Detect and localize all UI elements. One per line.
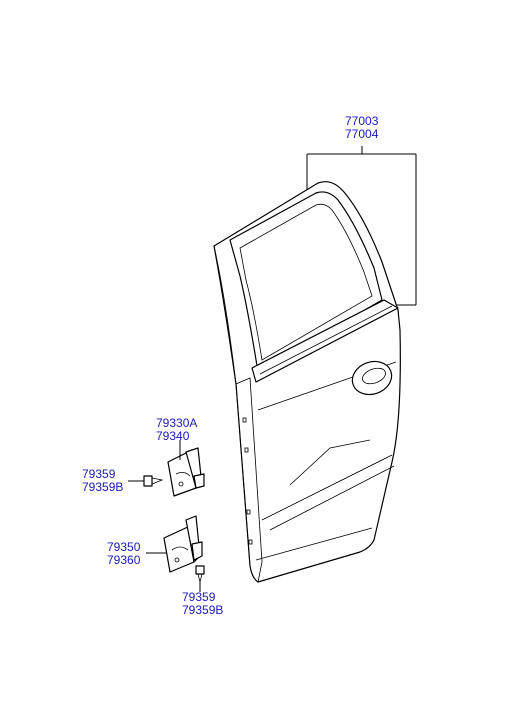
label-door-part-b[interactable]: 77004 xyxy=(345,127,379,141)
label-door-part-a[interactable]: 77003 xyxy=(345,114,379,128)
label-upper-hinge-a[interactable]: 79330A xyxy=(156,416,198,430)
lower-hinge[interactable] xyxy=(146,515,203,573)
label-upper-hinge-b[interactable]: 79340 xyxy=(156,429,190,443)
label-lower-hinge-b[interactable]: 79360 xyxy=(107,553,141,567)
upper-bolt[interactable] xyxy=(128,475,164,487)
label-upper-bolt-b[interactable]: 79359B xyxy=(82,480,124,494)
label-lower-bolt-b[interactable]: 79359B xyxy=(182,603,224,617)
lower-bolt[interactable] xyxy=(195,565,205,592)
upper-hinge[interactable] xyxy=(167,440,205,497)
label-lower-bolt-a[interactable]: 79359 xyxy=(182,590,216,604)
label-upper-bolt-a[interactable]: 79359 xyxy=(82,467,116,481)
door-leader-lines xyxy=(306,146,417,306)
rear-door-panel[interactable] xyxy=(213,181,401,583)
label-lower-hinge-a[interactable]: 79350 xyxy=(107,540,141,554)
